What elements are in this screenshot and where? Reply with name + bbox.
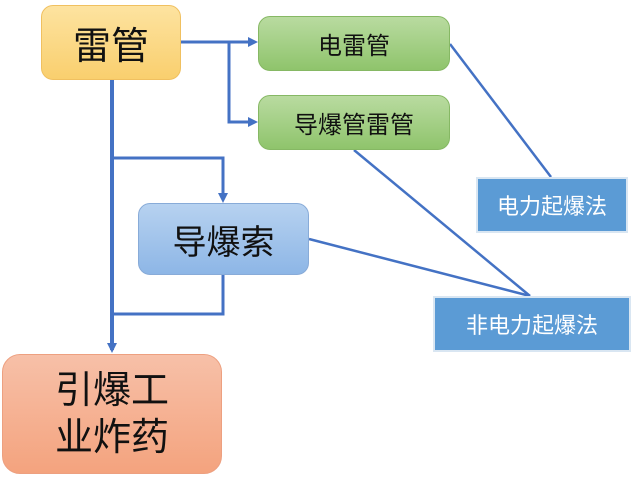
node-electric-initiation-method-label: 电力起爆法: [496, 195, 607, 220]
node-industrial-explosive: 引爆工 业炸药: [2, 354, 222, 474]
node-industrial-explosive-line1: 引爆工: [54, 367, 169, 412]
node-non-electric-initiation-method: 非电力起爆法: [433, 296, 631, 352]
line-electric-to-method: [449, 43, 552, 178]
line-cord-to-trunk: [112, 275, 225, 316]
line-cord-to-nonelectric-method: [308, 237, 531, 298]
node-industrial-explosive-line2: 业炸药: [54, 415, 169, 459]
arrow-detonator-to-nonel: [227, 42, 258, 127]
node-electric-detonator: 电雷管: [258, 16, 450, 71]
node-detonating-cord-label: 导爆索: [172, 222, 275, 263]
line-nonel-to-nonelectric-method: [353, 149, 531, 297]
node-electric-initiation-method: 电力起爆法: [476, 177, 628, 233]
arrow-detonator-to-cord: [112, 156, 228, 203]
node-detonator-label: 雷管: [72, 24, 149, 68]
node-detonating-cord: 导爆索: [138, 203, 309, 275]
node-nonel-detonator: 导爆管雷管: [258, 95, 450, 150]
node-non-electric-initiation-method-label: 非电力起爆法: [465, 314, 598, 339]
node-electric-detonator-label: 电雷管: [318, 32, 390, 60]
node-nonel-detonator-label: 导爆管雷管: [294, 111, 414, 139]
node-detonator: 雷管: [41, 5, 181, 80]
